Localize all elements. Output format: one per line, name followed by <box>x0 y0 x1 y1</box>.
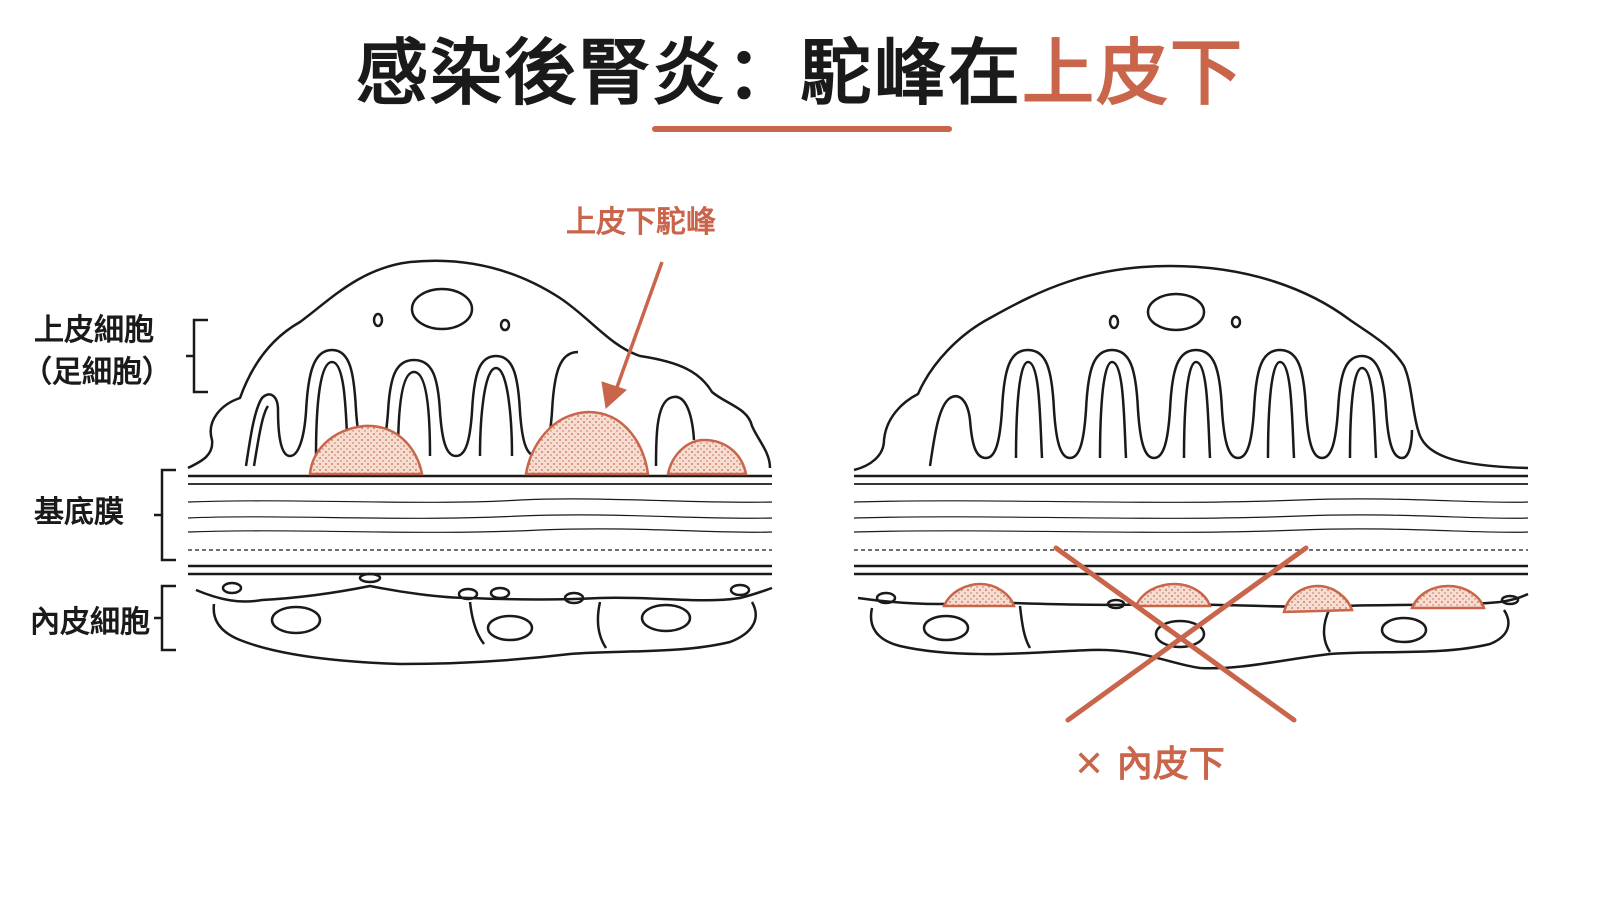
title-prefix: 感染後腎炎：駝峰在 <box>355 31 1022 115</box>
right-endothelial-nucleus-3 <box>1380 616 1428 644</box>
label-subepithelial-hump: 上皮下駝峰 <box>566 205 716 240</box>
page-title: 感染後腎炎：駝峰在上皮下 <box>0 28 1600 118</box>
bracket-epithelial <box>186 318 208 394</box>
left-vesicle-4 <box>457 587 479 601</box>
left-vesicle-1 <box>372 312 384 328</box>
right-podocyte-nucleus <box>1146 292 1206 332</box>
left-foot-processes <box>244 348 579 467</box>
left-endothelium-divide-1 <box>468 601 485 645</box>
left-endothelial-nucleus-2 <box>486 614 534 642</box>
left-gbm-wave-2 <box>187 514 773 519</box>
left-foot-processes-inner <box>252 360 514 467</box>
left-podocyte-nucleus <box>410 287 474 331</box>
label-wrong-subendothelial: ✕ 內皮下 <box>1074 744 1225 785</box>
right-endothelium-cells <box>869 607 1510 670</box>
left-vesicle-3 <box>221 581 243 595</box>
deposit-1 <box>942 582 1016 608</box>
left-vesicle-8 <box>358 572 382 584</box>
title-highlight: 上皮下 <box>1022 31 1245 115</box>
deposit-4 <box>1410 584 1486 610</box>
right-deposits <box>942 582 1486 614</box>
right-gbm-wave-3 <box>853 528 1529 533</box>
right-panel <box>853 264 1529 670</box>
hump-callout-arrow <box>601 261 664 409</box>
right-vesicle-4 <box>1106 598 1126 610</box>
left-vesicle-2 <box>499 318 511 332</box>
brackets <box>154 318 208 652</box>
right-vesicle-1 <box>1108 314 1120 330</box>
cross-out-icon <box>1053 545 1309 723</box>
label-basement-membrane: 基底膜 <box>34 495 124 530</box>
deposit-2 <box>1134 582 1212 608</box>
right-vesicle-2 <box>1230 315 1242 329</box>
left-endothelium-divide-2 <box>596 601 608 649</box>
left-gbm-wave-3 <box>187 528 773 533</box>
left-vesicle-5 <box>489 586 511 600</box>
left-podocyte-body <box>187 259 772 470</box>
right-vesicle-5 <box>1500 594 1520 606</box>
left-humps <box>308 410 748 476</box>
right-vesicle-3 <box>875 591 897 605</box>
left-vesicle-7 <box>729 583 751 597</box>
title-underline <box>652 126 952 132</box>
hump-1 <box>308 424 424 476</box>
label-endothelial-cell: 內皮細胞 <box>30 605 150 640</box>
bracket-endothelial <box>154 584 176 652</box>
right-endothelial-nucleus-1 <box>922 614 970 642</box>
hump-2 <box>524 410 650 476</box>
hump-3 <box>666 438 748 476</box>
right-foot-processes <box>928 348 1414 467</box>
left-endothelium-top <box>195 584 773 603</box>
left-endothelium-cells <box>212 601 757 666</box>
left-panel <box>187 259 773 666</box>
left-foot-process-right <box>654 395 696 467</box>
right-endothelium-divide-2 <box>1322 607 1332 653</box>
left-gbm-wave-1 <box>187 498 773 503</box>
left-vesicle-6 <box>563 591 585 605</box>
label-podocyte: （足細胞） <box>22 355 172 390</box>
right-foot-processes-inner <box>1014 360 1378 459</box>
bracket-basement <box>154 468 176 562</box>
deposit-3 <box>1282 584 1354 614</box>
left-endothelial-nucleus-1 <box>270 605 322 635</box>
label-epithelial-cell: 上皮細胞 <box>34 313 154 348</box>
left-endothelial-nucleus-3 <box>640 603 692 633</box>
right-gbm-wave-1 <box>853 498 1529 503</box>
right-gbm-wave-2 <box>853 514 1529 519</box>
right-endothelial-nucleus-2 <box>1154 619 1206 649</box>
right-podocyte-body <box>853 264 1529 472</box>
right-endothelium-divide-1 <box>1018 605 1032 649</box>
